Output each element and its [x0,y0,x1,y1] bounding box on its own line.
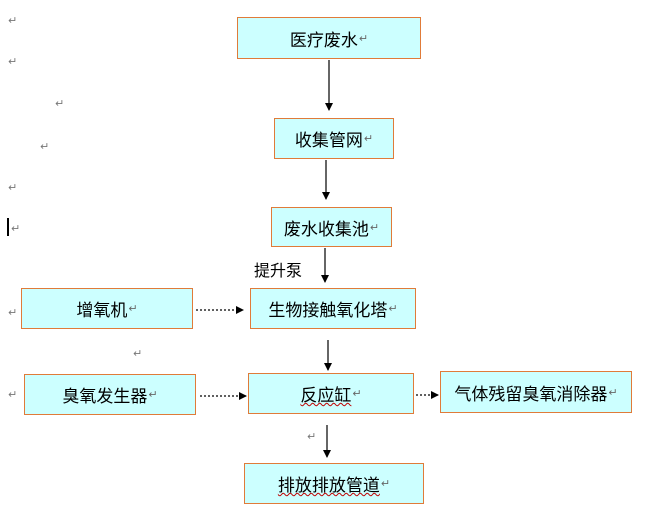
paragraph-mark: ↵ [608,385,618,399]
paragraph-mark: ↵ [380,477,391,490]
paragraph-mark: ↵ [128,302,138,315]
node-wastewater-tank: 废水收集池↵ [271,207,392,247]
paragraph-mark: ↵ [363,132,374,145]
node-aerator: 增氧机↵ [21,288,193,329]
paragraph-mark: ↵ [8,181,18,194]
node-collection-network: 收集管网↵ [274,118,394,159]
node-reaction-tank: 反应缸↵ [248,373,414,414]
paragraph-mark: ↵ [8,306,18,319]
paragraph-mark: ↵ [388,302,398,315]
text-cursor [7,218,9,236]
node-label: 生物接触氧化塔 [268,301,388,321]
node-label: 反应缸 [300,386,352,406]
paragraph-mark: ↵ [11,222,21,235]
edge-label-lift-pump: 提升泵 [254,261,303,280]
paragraph-mark: ↵ [8,55,18,68]
node-label: 医疗废水 [289,30,358,51]
node-medical-wastewater: 医疗废水↵ [237,17,421,59]
paragraph-mark: ↵ [369,220,380,234]
paragraph-mark: ↵ [358,31,369,45]
node-ozone-generator: 臭氧发生器↵ [24,374,196,415]
paragraph-mark: ↵ [55,97,65,110]
paragraph-mark: ↵ [8,388,18,401]
paragraph-mark: ↵ [8,14,18,27]
node-label: 气体残留臭氧消除器 [454,384,608,405]
node-label: 增氧机 [76,301,128,321]
node-label: 废水收集池 [283,219,369,240]
node-ozone-eliminator: 气体残留臭氧消除器↵ [440,371,632,413]
node-label: 排放排放管道 [277,476,380,496]
node-discharge-pipe: 排放排放管道↵ [244,463,424,504]
paragraph-mark: ↵ [133,347,143,360]
paragraph-mark: ↵ [307,430,317,443]
node-label: 臭氧发生器 [62,387,148,407]
node-bio-tower: 生物接触氧化塔↵ [250,288,416,329]
paragraph-mark: ↵ [148,388,158,401]
paragraph-mark: ↵ [352,387,362,400]
node-label: 收集管网 [294,131,363,151]
paragraph-mark: ↵ [40,140,50,153]
